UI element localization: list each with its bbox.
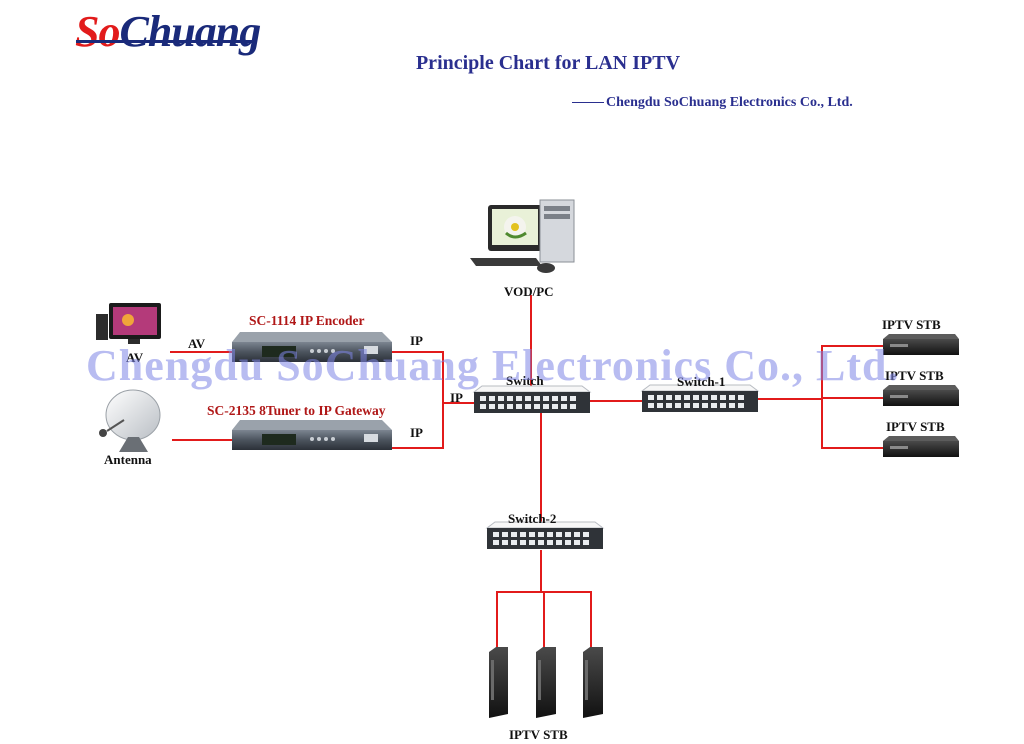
stb-bottom-2-icon <box>536 647 556 718</box>
link-label-ip-switch: IP <box>450 390 463 405</box>
stb-right-1-icon <box>883 334 959 355</box>
av-monitor-icon <box>96 303 161 344</box>
label-stb-right-3: IPTV STB <box>886 419 945 434</box>
label-stb-bottom: IPTV STB <box>509 727 568 742</box>
label-gateway: SC-2135 8Tuner to IP Gateway <box>207 403 386 418</box>
stb-right-2-icon <box>883 385 959 406</box>
label-switch1: Switch-1 <box>677 374 726 389</box>
stb-right-3-icon <box>883 436 959 457</box>
vod-pc-icon <box>470 199 575 273</box>
page-title: Principle Chart for LAN IPTV <box>415 52 681 74</box>
link-label-ip-gateway: IP <box>410 425 423 440</box>
label-vod-pc: VOD/PC <box>504 284 554 299</box>
logo-rest: Chuang <box>119 7 261 56</box>
switch2-icon <box>485 521 605 549</box>
link-encoder-bus <box>392 351 444 449</box>
subtitle-text: Chengdu SoChuang Electronics Co., Ltd. <box>606 95 853 110</box>
stb-bottom-1-icon <box>489 647 508 718</box>
label-switch: Switch <box>506 373 544 388</box>
link-label-av: AV <box>188 336 206 351</box>
label-stb-right-2: IPTV STB <box>885 368 944 383</box>
main-switch-icon <box>472 385 592 413</box>
label-switch2: Switch-2 <box>508 511 557 526</box>
subtitle-dash <box>572 102 604 104</box>
stb-bottom-3-icon <box>583 647 603 718</box>
label-encoder: SC-1114 IP Encoder <box>249 313 365 328</box>
logo-initial: So <box>75 7 120 56</box>
label-av-source: AV <box>126 350 144 365</box>
satellite-dish-icon <box>99 389 161 452</box>
label-antenna: Antenna <box>104 452 152 467</box>
sochuang-logo: SoChuang <box>75 6 261 57</box>
logo-underline <box>76 40 256 43</box>
link-label-ip-encoder: IP <box>410 333 423 348</box>
label-stb-right-1: IPTV STB <box>882 317 941 332</box>
encoder-device-icon <box>232 332 392 362</box>
gateway-device-icon <box>232 420 392 450</box>
network-links <box>170 295 883 650</box>
page-subtitle: Chengdu SoChuang Electronics Co., Ltd. <box>572 95 853 111</box>
watermark: Chengdu SoChuang Electronics Co., Ltd. <box>86 341 900 390</box>
switch1-icon <box>640 384 760 412</box>
